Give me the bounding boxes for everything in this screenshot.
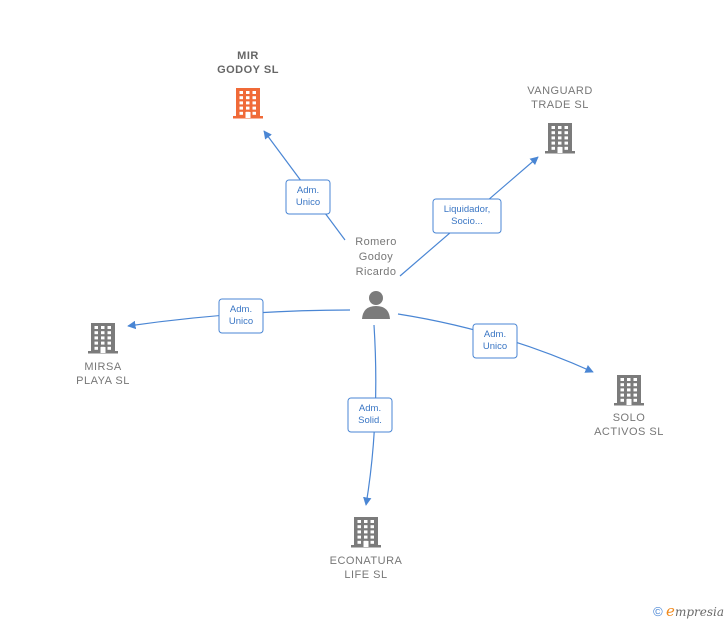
edge-label-text: Adm. xyxy=(230,304,252,315)
edge-label-box[interactable] xyxy=(218,298,264,334)
brand-logo-text: mpresia xyxy=(674,605,724,619)
edge-label-box[interactable] xyxy=(285,179,331,215)
edge-label-box[interactable] xyxy=(472,323,518,359)
company-label: PLAYA SL xyxy=(76,375,130,387)
copyright-symbol: © xyxy=(653,604,663,619)
person-label: Romero xyxy=(355,236,397,248)
edge-label-text: Adm. xyxy=(297,185,319,196)
company-node-mir-godoy[interactable]: MIR GODOY SL xyxy=(217,50,279,119)
edge-label-text: Adm. xyxy=(359,403,381,414)
building-icon[interactable] xyxy=(351,517,381,548)
building-icon[interactable] xyxy=(233,88,263,119)
building-icon[interactable] xyxy=(614,375,644,406)
edge-vanguard: Liquidador,Socio... xyxy=(399,156,539,277)
company-label: ACTIVOS SL xyxy=(594,426,664,438)
company-label: MIRSA xyxy=(84,361,122,373)
edge-label-text: Adm. xyxy=(484,329,506,340)
edge-mir-godoy: Adm.Unico xyxy=(263,130,346,241)
edge-label-text: Unico xyxy=(296,197,320,208)
company-node-econatura[interactable]: ECONATURA LIFE SL xyxy=(330,517,403,581)
edge-label-text: Solid. xyxy=(358,415,382,426)
company-node-vanguard[interactable]: VANGUARD TRADE SL xyxy=(527,85,593,154)
edge-mirsa-playa: Adm.Unico xyxy=(127,298,351,334)
company-label: VANGUARD xyxy=(527,85,593,97)
company-node-solo-activos[interactable]: SOLO ACTIVOS SL xyxy=(594,375,664,438)
company-label: GODOY SL xyxy=(217,64,279,76)
edge-label-text: Socio... xyxy=(451,216,483,227)
building-icon[interactable] xyxy=(545,123,575,154)
person-icon xyxy=(362,291,390,319)
footer-brand: © empresia xyxy=(653,602,724,620)
brand-logo-initial: e xyxy=(666,602,675,620)
company-label: MIR xyxy=(237,50,259,62)
person-label: Godoy xyxy=(359,251,394,263)
edge-label-box[interactable] xyxy=(432,198,502,234)
edge-label-text: Liquidador, xyxy=(444,204,490,215)
company-label: LIFE SL xyxy=(344,569,387,581)
company-label: SOLO xyxy=(613,412,646,424)
edge-label-box[interactable] xyxy=(347,397,393,433)
company-node-mirsa-playa[interactable]: MIRSA PLAYA SL xyxy=(76,323,130,387)
building-icon[interactable] xyxy=(88,323,118,354)
company-label: ECONATURA xyxy=(330,555,403,567)
person-label: Ricardo xyxy=(356,266,397,278)
edge-label-text: Unico xyxy=(229,316,253,327)
company-label: TRADE SL xyxy=(531,99,589,111)
edge-econatura: Adm.Solid. xyxy=(347,324,393,506)
edge-solo-activos: Adm.Unico xyxy=(397,313,594,373)
edge-label-text: Unico xyxy=(483,341,507,352)
